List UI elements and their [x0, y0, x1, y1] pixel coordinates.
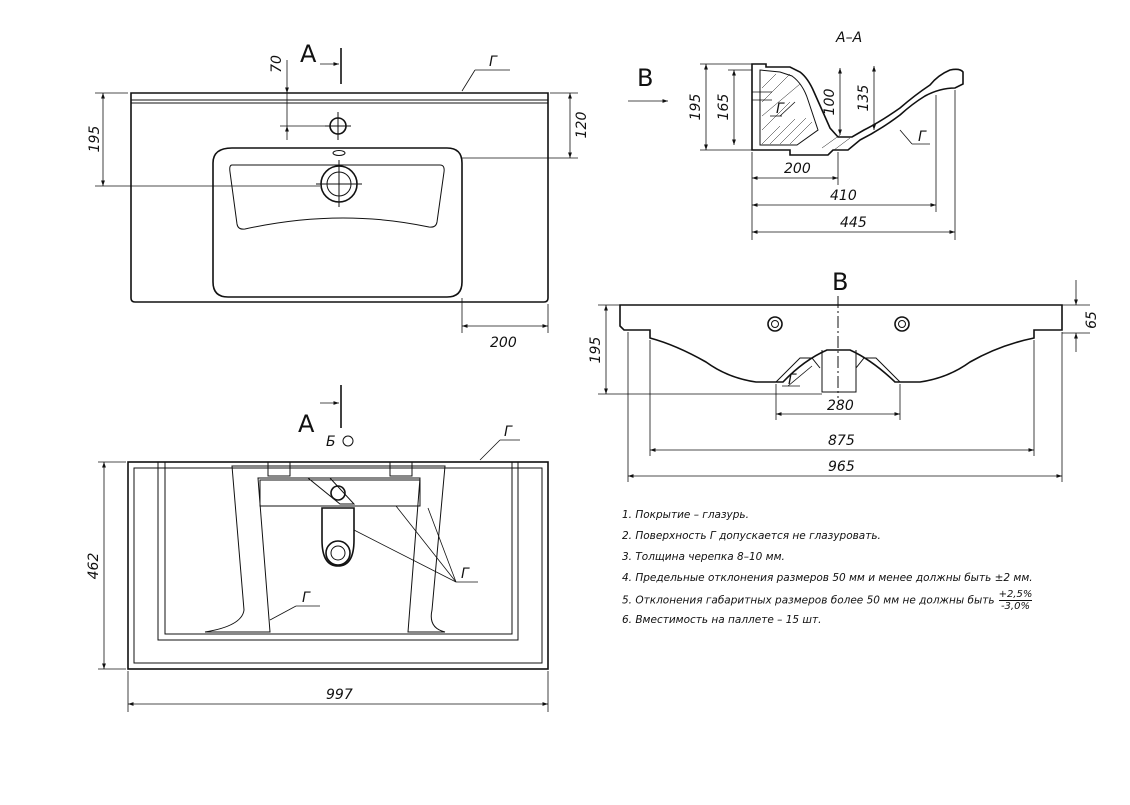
- tolerance-fraction: +2,5%-3,0%: [998, 589, 1033, 612]
- dim-top-120: 120: [574, 112, 590, 139]
- note-4: 4. Предельные отклонения размеров 50 мм …: [622, 572, 1033, 584]
- notes-block: 1. Покрытие – глазурь. 2. Поверхность Г …: [622, 505, 1042, 631]
- section-title-a-a: A–A: [835, 30, 862, 46]
- plan-view: A Б Г Г Г 462 997: [86, 385, 549, 712]
- surface-label-section-right: Г: [918, 129, 927, 145]
- dim-section-165: 165: [716, 94, 732, 121]
- dim-front-280: 280: [827, 398, 854, 414]
- note-1: 1. Покрытие – глазурь.: [622, 509, 749, 521]
- dim-section-200: 200: [784, 161, 811, 177]
- section-hatch: [761, 73, 851, 151]
- section-label-a-top: A: [300, 40, 317, 68]
- dim-top-70: 70: [269, 55, 285, 73]
- surface-label-plan-right: Г: [461, 566, 470, 582]
- front-view-b: В 195 65 Г 280 875 965: [588, 268, 1100, 482]
- surface-label-top: Г: [489, 54, 498, 70]
- view-b-point-label: Б: [326, 434, 336, 450]
- view-b-point-marker: [342, 435, 354, 447]
- dim-front-875: 875: [828, 433, 855, 449]
- dim-section-445: 445: [840, 215, 867, 231]
- plan-faucet-hole: [330, 485, 346, 501]
- dim-front-65: 65: [1084, 311, 1100, 329]
- plan-overflow-channel: [259, 479, 421, 507]
- dim-front-965: 965: [828, 459, 855, 475]
- plan-drain-hole: [325, 540, 351, 566]
- top-view: 195 70 A Г 120 200: [87, 40, 590, 351]
- section-label-a-plan: A: [298, 410, 315, 438]
- plan-bowl-outline: [204, 465, 446, 633]
- section-cut-area: [759, 69, 819, 146]
- front-hole-right: [894, 316, 910, 332]
- dim-top-200: 200: [490, 335, 517, 351]
- note-6: 6. Вместимость на паллете – 15 шт.: [622, 614, 822, 626]
- surface-label-front: Г: [788, 372, 797, 388]
- surface-label-plan-top: Г: [504, 424, 513, 440]
- dim-section-195: 195: [688, 94, 704, 121]
- dim-section-100: 100: [822, 89, 838, 116]
- note-5-row: 5. Отклонения габаритных размеров более …: [622, 589, 1042, 612]
- front-view-drain: [821, 350, 857, 393]
- top-view-bowl-basin: [229, 164, 445, 230]
- note-2: 2. Поверхность Г допускается не глазуров…: [622, 530, 881, 542]
- top-view-bowl-rim: [212, 147, 463, 298]
- dim-front-195: 195: [588, 337, 604, 364]
- tolerance-lower: -3,0%: [998, 600, 1033, 612]
- note-3: 3. Толщина черепка 8–10 мм.: [622, 551, 785, 563]
- surface-label-plan-bottom: Г: [302, 590, 311, 606]
- front-hole-left: [767, 316, 783, 332]
- plan-inner-rim: [157, 462, 519, 641]
- overflow-hole: [332, 150, 346, 156]
- dim-section-410: 410: [830, 188, 857, 204]
- top-view-outline: [130, 92, 549, 303]
- plan-outer-outline: [127, 461, 549, 670]
- tolerance-upper: +2,5%: [998, 589, 1033, 600]
- plan-drain-channel: [321, 507, 355, 567]
- dim-plan-462: 462: [86, 553, 102, 580]
- dim-top-195: 195: [87, 126, 103, 153]
- front-view-outline: [619, 304, 1063, 383]
- dim-plan-997: 997: [326, 687, 353, 703]
- view-b-title: В: [832, 268, 848, 296]
- view-b-label: В: [637, 64, 653, 92]
- surface-label-section-left: Г: [776, 101, 785, 117]
- section-a-a: A–A В 195 165 100 135 Г: [628, 30, 964, 240]
- dim-section-135: 135: [856, 85, 872, 112]
- section-profile: [751, 63, 964, 156]
- note-5: 5. Отклонения габаритных размеров более …: [622, 594, 995, 607]
